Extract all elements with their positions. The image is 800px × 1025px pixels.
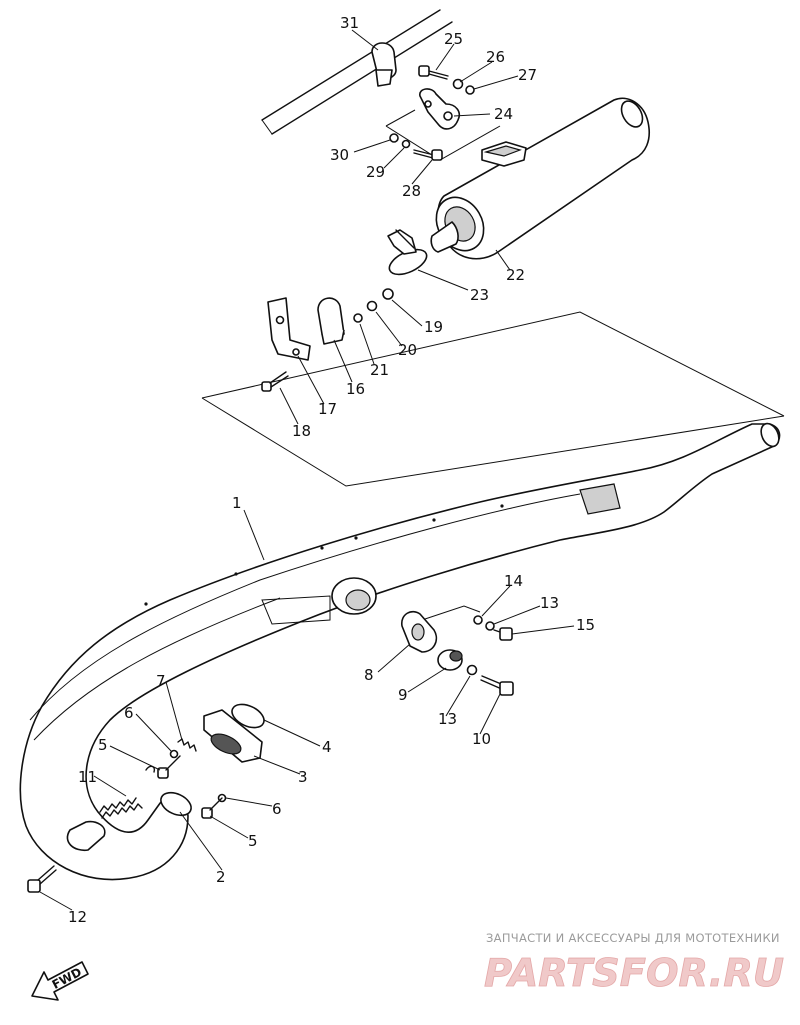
part-11-collar <box>437 649 463 671</box>
part-27-nut <box>465 85 475 95</box>
callout-30: 30 <box>330 146 349 164</box>
callout-9: 11 <box>78 768 97 786</box>
part-8-bolt <box>27 865 57 893</box>
part-13-washer-upper <box>485 621 495 631</box>
part-23-band-clamp <box>387 229 428 276</box>
callout-29: 29 <box>366 163 385 181</box>
callout-25: 25 <box>444 30 463 48</box>
callout-22: 22 <box>506 266 525 284</box>
callout-11: 9 <box>398 686 408 704</box>
part-5-bolt-upper <box>157 755 181 779</box>
part-21-washer <box>353 313 363 323</box>
part-2-gasket <box>160 791 192 817</box>
callout-26: 26 <box>486 48 505 66</box>
callout-24: 24 <box>494 105 513 123</box>
callout-18: 18 <box>292 422 311 440</box>
part-12-bolt <box>480 675 514 696</box>
part-20-washer <box>366 300 378 312</box>
callout-19: 19 <box>424 318 443 336</box>
part-22-silencer <box>430 97 650 260</box>
leader-lines <box>39 29 575 911</box>
part-1-expansion-chamber <box>19 422 781 881</box>
callout-15: 15 <box>576 616 595 634</box>
callout-28: 28 <box>402 182 421 200</box>
callout-20: 20 <box>398 341 417 359</box>
frame-rails <box>261 9 453 135</box>
callout-8: 12 <box>68 908 87 926</box>
callout-7: 7 <box>156 672 166 690</box>
callout-4: 4 <box>322 738 332 756</box>
part-7-spring <box>177 738 197 752</box>
part-4-gasket <box>231 703 265 729</box>
part-19-nut <box>382 288 394 300</box>
part-18-bolt <box>261 371 289 392</box>
callout-labels: 31 25 26 27 24 30 29 28 22 23 19 20 21 1… <box>68 14 595 926</box>
callout-13-lower: 13 <box>438 710 457 728</box>
callout-6-lower: 6 <box>272 800 282 818</box>
part-3-flange <box>203 709 263 763</box>
part-6-washer-upper <box>169 749 179 759</box>
callout-3: 3 <box>298 768 308 786</box>
part-13-washer-lower <box>466 664 478 676</box>
fwd-arrow: FWD <box>31 961 89 1001</box>
watermark: ЗАПЧАСТИ И АКСЕССУАРЫ ДЛЯ МОТОТЕХНИКИ PA… <box>484 931 785 995</box>
part-10-bracket <box>401 610 438 653</box>
callout-5-lower: 5 <box>248 832 258 850</box>
callout-5-upper: 5 <box>98 736 108 754</box>
callout-13-upper: 13 <box>540 594 559 612</box>
callout-12: 10 <box>472 730 491 748</box>
part-17-bracket <box>267 297 311 361</box>
callout-16: 16 <box>346 380 365 398</box>
part-30-washer <box>389 133 399 143</box>
callout-23: 23 <box>470 286 489 304</box>
callout-2: 2 <box>216 868 226 886</box>
part-14-washer <box>473 615 483 625</box>
callout-1: 1 <box>232 494 242 512</box>
part-9-spring <box>99 765 156 819</box>
callout-14: 14 <box>504 572 523 590</box>
watermark-brand: PARTSFOR.RU <box>484 951 784 995</box>
part-5-bolt-lower <box>201 797 223 819</box>
watermark-tagline: ЗАПЧАСТИ И АКСЕССУАРЫ ДЛЯ МОТОТЕХНИКИ <box>486 931 780 945</box>
part-28-bolt <box>413 149 443 161</box>
lower-mount-guide <box>421 605 481 621</box>
callout-10: 8 <box>364 666 374 684</box>
part-15-bolt <box>493 627 513 641</box>
fwd-label: FWD <box>50 965 84 992</box>
callout-17: 17 <box>318 400 337 418</box>
middle-mount-guide <box>201 311 785 487</box>
callout-31: 31 <box>340 14 359 32</box>
part-31-frame-clamp <box>371 42 397 87</box>
callout-6-upper: 6 <box>124 704 134 722</box>
part-25-bolt <box>418 65 449 80</box>
part-16-clamp <box>317 297 345 345</box>
part-24-bracket <box>419 88 461 130</box>
callout-27: 27 <box>518 66 537 84</box>
callout-21: 21 <box>370 361 389 379</box>
part-29-washer <box>401 139 411 149</box>
